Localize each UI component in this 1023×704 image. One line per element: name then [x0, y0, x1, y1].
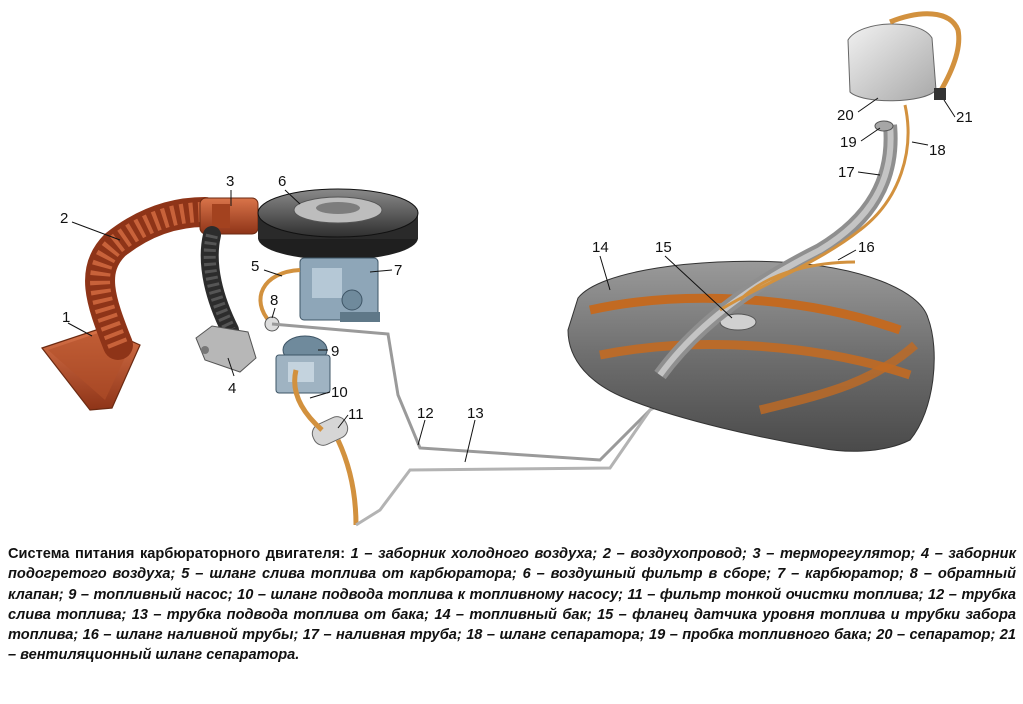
- fuel-return-tube: [271, 322, 662, 462]
- callout-11: 11: [348, 406, 364, 423]
- separator-hose: [719, 104, 910, 312]
- fuel-level-sensor-flange: [719, 313, 757, 331]
- callout-21: 21: [956, 109, 973, 126]
- figure-caption: Система питания карбюраторного двигателя…: [8, 544, 1016, 666]
- fuel-supply-hose-to-pump: [292, 369, 359, 526]
- callout-20: 20: [837, 107, 854, 124]
- callout-15: 15: [655, 239, 672, 256]
- callout-2: 2: [60, 210, 68, 227]
- carburetor: [299, 257, 380, 322]
- callout-18: 18: [929, 142, 946, 159]
- callout-labels: 1 2 3 4 5 6 7 8 9 10 11 12 13 14 15 16 1…: [60, 107, 973, 423]
- fuel-pump: [275, 335, 331, 394]
- fine-fuel-filter: [311, 416, 349, 446]
- callout-12: 12: [417, 405, 434, 422]
- callout-1: 1: [62, 309, 70, 326]
- callout-8: 8: [270, 292, 278, 309]
- fuel-supply-tube: [355, 396, 673, 527]
- filler-pipe: [654, 124, 898, 380]
- callout-13: 13: [467, 405, 484, 422]
- callout-6: 6: [278, 173, 286, 190]
- separator: [847, 23, 937, 102]
- separator-vent-hose: [889, 11, 962, 100]
- callout-17: 17: [838, 164, 855, 181]
- caption-legend: 1 – заборник холодного воздуха; 2 – возд…: [8, 546, 1016, 664]
- thermoregulator: [199, 197, 259, 235]
- callout-4: 4: [228, 380, 236, 397]
- air-duct: [85, 197, 220, 360]
- carburetor-return-hose: [258, 268, 301, 324]
- callout-10: 10: [331, 384, 348, 401]
- callout-19: 19: [840, 134, 857, 151]
- leader-lines: [67, 97, 956, 463]
- callout-7: 7: [394, 262, 402, 279]
- warm-air-intake: [195, 226, 257, 373]
- fuel-system-diagram: 1 2 3 4 5 6 7 8 9 10 11 12 13 14 15 16 1…: [41, 11, 973, 527]
- callout-5: 5: [251, 258, 259, 275]
- callout-9: 9: [331, 343, 339, 360]
- callout-3: 3: [226, 173, 234, 190]
- air-filter-assembly: [257, 188, 419, 260]
- callout-16: 16: [858, 239, 875, 256]
- caption-title: Система питания карбюраторного двигателя…: [8, 546, 346, 562]
- callout-14: 14: [592, 239, 609, 256]
